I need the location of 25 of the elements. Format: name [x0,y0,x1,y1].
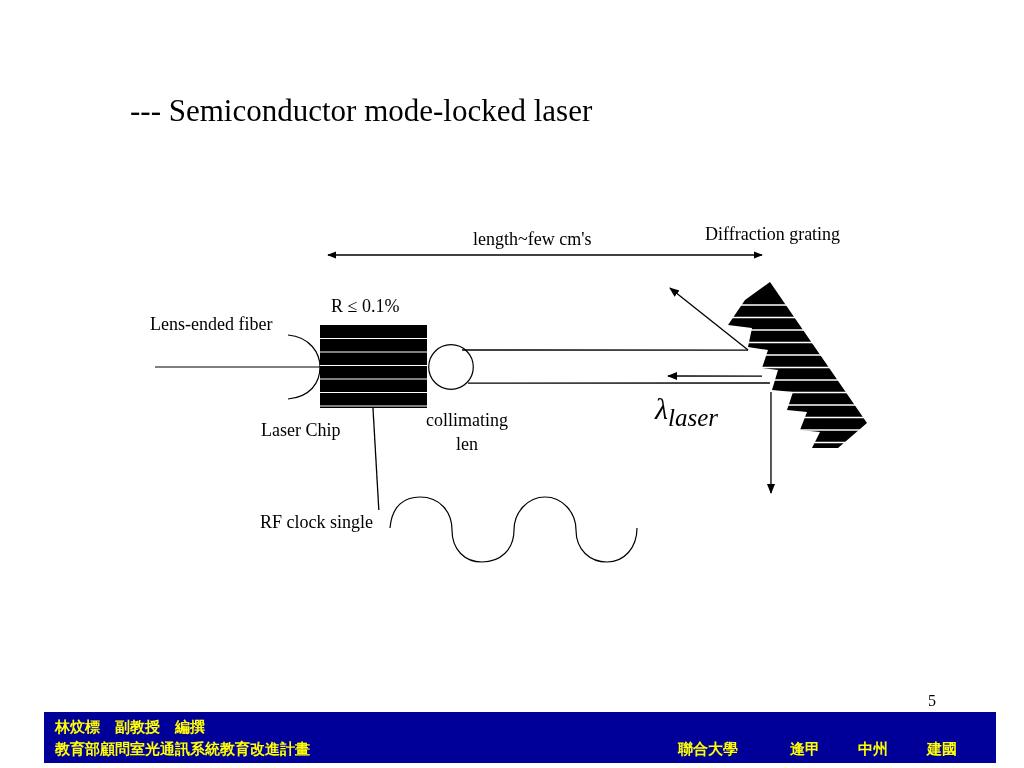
school-name: 中州 [858,740,888,759]
laser-chip [320,325,427,408]
footer-text: 林炆標 副教授 編撰 [55,718,205,737]
component-label: collimating len [425,409,509,456]
light-beam-line [467,382,771,384]
component-label: R ≤ 0.1% [331,296,400,317]
grating-drawing [725,280,870,450]
school-name: 聯合大學 [678,740,738,759]
dimension-label: length~few cm's [473,229,592,250]
component-label: Lens-ended fiber [150,314,273,335]
component-label: Diffraction grating [705,224,841,245]
school-name: 建國 [927,740,957,759]
light-beam-line [461,349,749,351]
lens-circle [428,344,474,390]
page-number: 5 [928,692,936,710]
school-name: 逢甲 [790,740,820,759]
connector-line [372,407,380,511]
footer-text: 教育部顧問室光通訊系統教育改進計畫 [55,740,310,759]
slide-title: --- Semiconductor mode-locked laser [130,93,593,129]
arrow [767,391,775,494]
arrow [667,372,763,380]
edge-label: λ$_{laser}$ [655,392,718,432]
component-label: Laser Chip [261,420,341,441]
rf-label: RF clock single [260,510,382,534]
arrow [669,287,749,351]
